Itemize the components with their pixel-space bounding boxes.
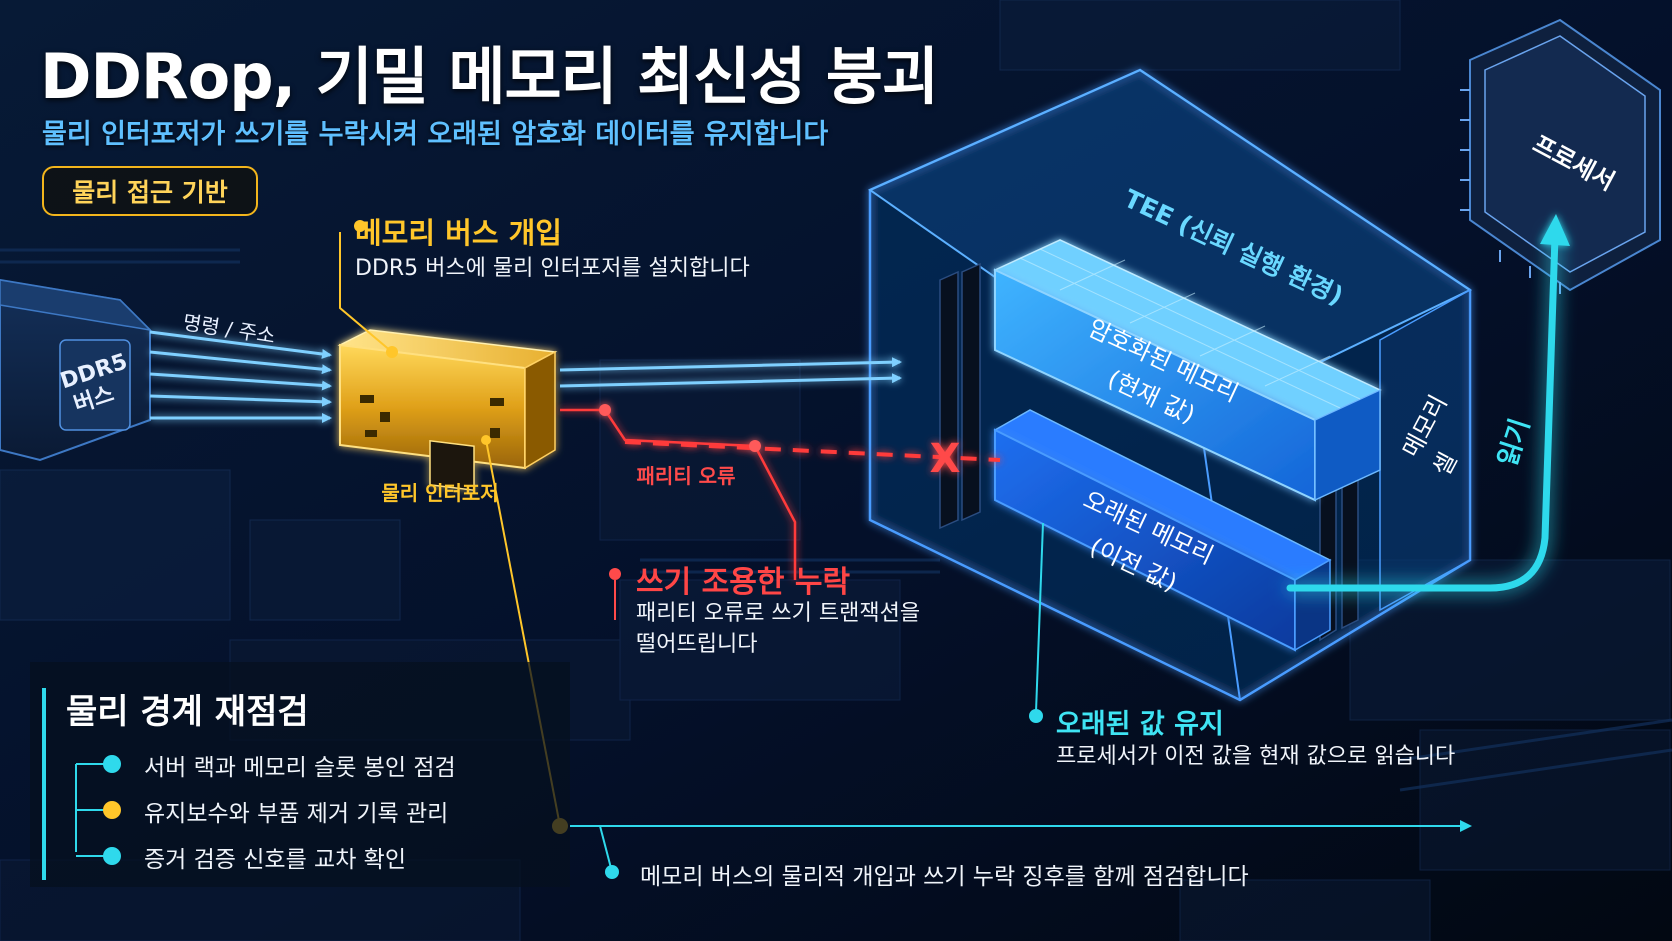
read-path <box>1286 232 1559 592</box>
panel-bullet-dot <box>103 755 121 773</box>
silent-write-drop-desc-line2: 떨어뜨립니다 <box>636 632 758 657</box>
silent-write-drop-connector <box>609 568 621 620</box>
panel-item-seal-check: 서버 랙과 메모리 슬롯 봉인 점검 <box>144 755 456 781</box>
panel-title: 물리 경계 재점검 <box>66 692 309 732</box>
panel-bullet-dot <box>103 801 121 819</box>
bus-intervention-desc: DDR5 버스에 물리 인터포저를 설치합니다 <box>355 256 750 281</box>
stale-memory-block <box>993 409 1332 652</box>
page-subtitle: 물리 인터포저가 쓰기를 누락시켜 오래된 암호화 데이터를 유지합니다 <box>42 119 829 150</box>
interposer-forward-arrows <box>559 357 902 388</box>
panel-item-maintenance-log: 유지보수와 부품 제거 기록 관리 <box>144 801 449 827</box>
physical-access-badge: 물리 접근 기반 <box>42 166 258 216</box>
encrypted-memory-block <box>993 239 1382 502</box>
processor-chip <box>1460 18 1661 294</box>
stale-value-connector <box>1029 522 1044 723</box>
physical-boundary-panel-bg <box>30 662 570 887</box>
silent-write-drop-desc-line1: 패리티 오류로 쓰기 트랜잭션을 <box>636 601 921 626</box>
page-title: DDRop, 기밀 메모리 최신성 붕괴 <box>40 40 939 113</box>
bus-intervention-heading: 메모리 버스 개입 <box>355 216 562 250</box>
silent-write-drop-heading: 쓰기 조용한 누락 <box>636 565 851 600</box>
encrypted-memory-grid <box>1019 248 1361 409</box>
bus-intervention-connector <box>339 220 398 358</box>
parity-error-label: 패리티 오류 <box>637 464 736 488</box>
read-arrow-head <box>1540 214 1570 246</box>
panel-bullets <box>103 755 121 865</box>
interposer-device <box>337 329 558 492</box>
interposer-label: 물리 인터포저 <box>381 481 498 505</box>
footer-note: 메모리 버스의 물리적 개입과 쓰기 누락 징후를 함께 점검합니다 <box>640 864 1249 890</box>
write-drop-x-mark: X <box>930 436 961 482</box>
panel-item-cross-verify: 증거 검증 신호를 교차 확인 <box>144 847 407 873</box>
stale-value-heading: 오래된 값 유지 <box>1056 709 1224 740</box>
command-address-arrows <box>149 330 332 423</box>
parity-error-path <box>560 404 1001 580</box>
stale-value-desc: 프로세서가 이전 값을 현재 값으로 읽습니다 <box>1056 744 1456 769</box>
panel-bullet-dot <box>103 847 121 865</box>
ddr5-bus-connector <box>0 278 153 462</box>
background-traces <box>0 248 1672 792</box>
